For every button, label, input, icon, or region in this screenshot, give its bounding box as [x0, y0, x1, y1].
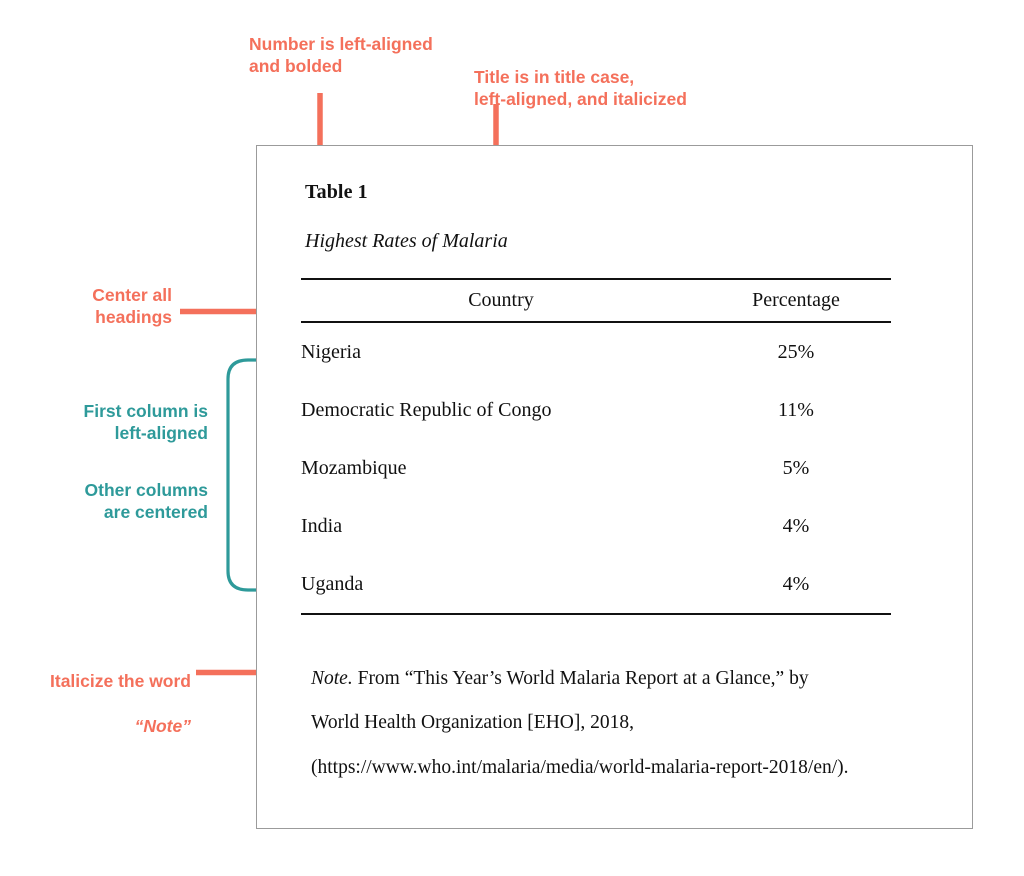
annotation-italicize-line2: “Note” — [134, 716, 191, 737]
table-note-line-3: (https://www.who.int/malaria/media/world… — [311, 756, 849, 778]
annotation-number-left-aligned-bolded: Number is left-aligned and bolded — [249, 34, 433, 77]
cell-country: Nigeria — [301, 340, 361, 363]
annotation-title-case-italicized: Title is in title case, left-aligned, an… — [474, 67, 687, 110]
table-number: Table 1 — [305, 181, 368, 203]
table-note: Note. From “This Year’s World Malaria Re… — [311, 657, 941, 790]
table-row: Nigeria 25% — [301, 322, 891, 381]
table-element: Country Percentage Nigeria 25% Democrati… — [301, 278, 891, 615]
cell-percentage: 11% — [778, 398, 814, 421]
annotation-italicize-note: Italicize the word “Note” — [6, 648, 191, 738]
annotation-center-all-headings: Center all headings — [92, 285, 172, 328]
table-note-text-1: From “This Year’s World Malaria Report a… — [352, 668, 809, 689]
cell-country: India — [301, 514, 343, 537]
apa-table: Country Percentage Nigeria 25% Democrati… — [301, 278, 891, 615]
cell-percentage: 5% — [782, 456, 810, 479]
cell-percentage: 4% — [701, 555, 891, 615]
document-page-box: Table 1 Highest Rates of Malaria Country… — [256, 145, 973, 829]
cell-country: Uganda — [301, 555, 701, 615]
table-header-row: Country Percentage — [301, 278, 891, 323]
cell-percentage: 4% — [782, 514, 810, 537]
annotation-italicize-line1: Italicize the word — [50, 671, 191, 692]
table-body: Nigeria 25% Democratic Republic of Congo… — [301, 322, 891, 615]
table-row: India 4% — [301, 497, 891, 555]
cell-country: Democratic Republic of Congo — [301, 398, 552, 421]
table-head: Country Percentage — [301, 278, 891, 323]
annotation-first-column-left-aligned: First column is left-aligned — [83, 401, 208, 444]
cell-country: Mozambique — [301, 456, 407, 479]
teal-bracket-row-span — [214, 355, 318, 595]
table-row: Uganda 4% — [301, 555, 891, 615]
cell-percentage: 25% — [777, 340, 815, 363]
table-note-label: Note. — [311, 668, 353, 689]
table-note-line-1: Note. From “This Year’s World Malaria Re… — [311, 657, 941, 701]
column-header-country: Country — [301, 278, 701, 323]
annotation-other-columns-centered: Other columns are centered — [84, 480, 209, 523]
table-row: Democratic Republic of Congo 11% — [301, 381, 891, 439]
table-title: Highest Rates of Malaria — [305, 230, 508, 252]
table-note-line-2: World Health Organization [EHO], 2018, — [311, 712, 634, 734]
table-row: Mozambique 5% — [301, 439, 891, 497]
column-header-percentage: Percentage — [701, 278, 891, 323]
